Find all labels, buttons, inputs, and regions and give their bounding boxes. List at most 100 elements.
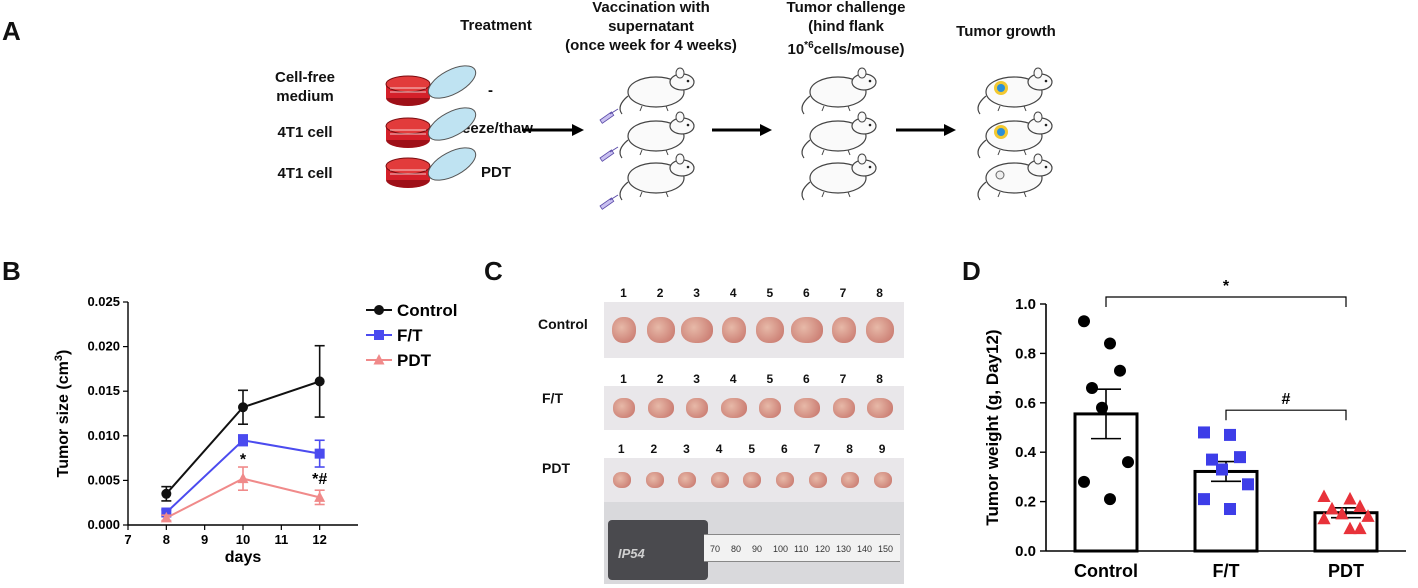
tumor-sample [720, 398, 747, 418]
panel-b-letter: B [2, 256, 21, 286]
data-point [314, 376, 325, 387]
arrow-icon-2 [712, 124, 772, 136]
mouse-icon-vacc-2 [619, 111, 695, 159]
tumor-sample [867, 398, 894, 418]
tumor-number: 8 [876, 286, 883, 300]
data-point [1078, 315, 1090, 328]
tumor-sample [832, 398, 855, 418]
data-point [1198, 493, 1210, 506]
caliper-body [608, 520, 708, 580]
data-point [1335, 506, 1349, 520]
tumor-number: 6 [803, 286, 810, 300]
ruler [704, 534, 900, 562]
mouse-icon-challenge-1 [801, 67, 877, 115]
tumor-number: 7 [813, 442, 821, 456]
tumor-sample [831, 317, 856, 343]
group-label: Control [538, 316, 588, 332]
tumor-number: 5 [766, 372, 774, 386]
ruler-tick-label: 140 [857, 544, 873, 554]
mouse-icon-growth-1 [977, 67, 1053, 115]
tumor-sample [743, 472, 762, 488]
tumor-number: 5 [766, 286, 774, 300]
tumor-sample [866, 317, 895, 343]
mouse-icon-growth-3 [977, 153, 1053, 201]
dish-icon-row1 [385, 58, 482, 107]
x-category-label: F/T [1213, 561, 1240, 581]
ruler-tick-label: 120 [815, 544, 831, 554]
tumor-number: 4 [729, 286, 737, 300]
tumor-sample [841, 472, 860, 488]
x-tick-label: 11 [274, 532, 288, 547]
row3-sample-label: 4T1 cell [277, 165, 333, 182]
data-point [238, 402, 248, 413]
data-point [1078, 475, 1090, 488]
legend-marker [374, 305, 384, 315]
tumor-icon-2 [994, 125, 1008, 139]
mouse-icon-growth-2 [977, 111, 1053, 159]
treatment-header: Treatment [460, 17, 532, 34]
x-axis-label: days [225, 549, 262, 566]
data-point [1353, 521, 1367, 535]
y-tick-label: 0.6 [1015, 395, 1036, 412]
tumor-sample [647, 398, 674, 418]
data-point [161, 488, 172, 499]
challenge-header: Tumor challenge (hind flank 10*6cells/mo… [766, 0, 926, 59]
panel-c-letter: C [484, 256, 503, 286]
group-label: F/T [542, 390, 563, 406]
data-point [1114, 364, 1126, 377]
ruler-tick-label: 70 [710, 544, 721, 554]
data-point [237, 472, 249, 484]
data-point [1206, 453, 1218, 466]
tumor-number: 2 [656, 286, 664, 300]
data-point [238, 435, 248, 446]
data-point [1104, 337, 1116, 350]
y-tick-label: 0.015 [87, 383, 120, 398]
x-tick-label: 9 [201, 532, 208, 547]
tumor-number: 2 [650, 442, 658, 456]
row2-sample-label: 4T1 cell [277, 124, 333, 141]
challenge-header-line2: (hind flank [808, 18, 884, 35]
tumor-number: 1 [620, 286, 627, 300]
significance-bracket [1225, 409, 1347, 421]
data-point [1216, 463, 1228, 476]
tumor-number: 3 [683, 442, 690, 456]
syringe-icon-3 [599, 194, 619, 210]
tumor-number: 5 [748, 442, 756, 456]
data-point [1122, 456, 1134, 469]
points-ft [1198, 426, 1254, 516]
tumor-sample [756, 317, 785, 343]
tumor-icon-3 [995, 170, 1005, 180]
data-point [1234, 451, 1246, 464]
ruler-tick-label: 90 [752, 544, 763, 554]
legend-marker [374, 330, 384, 340]
syringe-icon-2 [599, 146, 619, 162]
series-pdt: PDT [160, 351, 432, 523]
ruler-tick-label: 80 [731, 544, 742, 554]
ruler-tick-label: 130 [836, 544, 852, 554]
tumor-number: 8 [846, 442, 853, 456]
tumor-sample [612, 472, 631, 488]
data-point [160, 511, 172, 523]
tumor-sample [678, 472, 697, 488]
mouse-icon-challenge-3 [801, 153, 877, 201]
challenge-header-line1: Tumor challenge [786, 0, 906, 16]
ruler-tick-label: 150 [878, 544, 894, 554]
tumor-sample [721, 317, 746, 343]
panel-d-letter: D [962, 256, 981, 286]
y-tick-label: 0.010 [87, 428, 120, 443]
tumor-sample [794, 398, 821, 418]
data-point [1198, 426, 1210, 439]
data-point [1317, 511, 1331, 525]
tumor-number: 6 [780, 442, 788, 456]
tumor-sample [612, 317, 637, 343]
tumor-number: 1 [617, 442, 625, 456]
growth-header: Tumor growth [956, 23, 1056, 40]
legend-marker [373, 354, 385, 365]
data-point [314, 448, 325, 459]
tumor-sample [613, 398, 636, 418]
mouse-icon-vacc-1 [619, 67, 695, 115]
significance-mark: *# [312, 471, 327, 488]
row1-sample-label: Cell-free medium [250, 68, 360, 106]
